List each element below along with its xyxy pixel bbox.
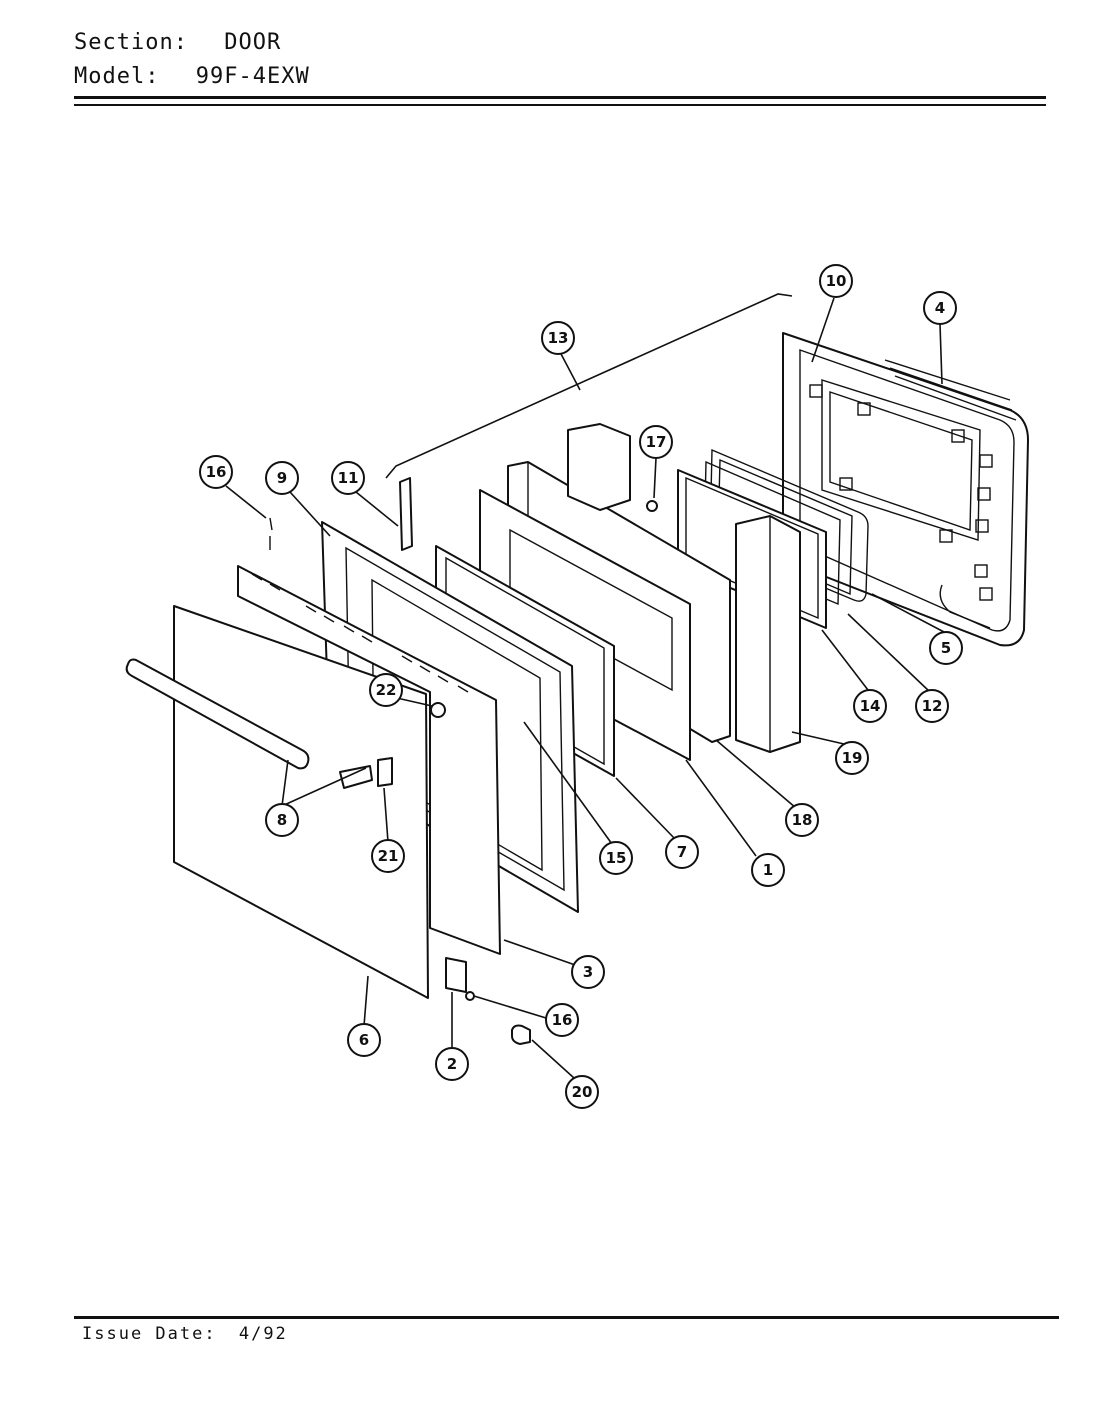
callout-21: 21 [371,839,405,873]
part-door-liner [782,332,1029,647]
callout-circle [665,835,699,869]
callout-20: 20 [565,1075,599,1109]
callout-circle [915,689,949,723]
callout-16b: 16 [545,1003,579,1037]
callout-12: 12 [915,689,949,723]
callout-circle [751,853,785,887]
callout-6: 6 [347,1023,381,1057]
callout-16: 16 [199,455,233,489]
callout-2: 2 [435,1047,469,1081]
callout-circle [639,425,673,459]
part-hinge-2 [445,957,467,993]
part-bumper-20 [511,1024,531,1045]
callout-number: 7 [677,843,687,861]
part-screw-16-upper [269,517,273,550]
callout-circle [369,673,403,707]
issue-date: Issue Date: 4/92 [82,1324,288,1344]
callout-19: 19 [835,741,869,775]
callout-circle [571,955,605,989]
callout-22: 22 [369,673,403,707]
callout-circle [565,1075,599,1109]
callout-circle [819,264,853,298]
part-handle-8 [125,658,393,789]
callout-circle [265,461,299,495]
callout-number: 20 [572,1083,593,1101]
part-bracket-11 [399,477,413,551]
callout-number: 15 [606,849,627,867]
callout-7: 7 [665,835,699,869]
callout-circle [545,1003,579,1037]
callout-number: 11 [338,469,359,487]
callout-10: 10 [819,264,853,298]
section-label: Section: [74,30,188,55]
callout-13: 13 [541,321,575,355]
callout-number: 16 [206,463,227,481]
callout-4: 4 [923,291,957,325]
part-door-panel-3 [237,565,501,955]
callout-number: 18 [792,811,813,829]
part-outer-panel-6 [173,605,429,999]
callout-15: 15 [599,841,633,875]
issue-date-value: 4/92 [238,1324,288,1344]
header-rule-thick [74,96,1046,99]
callout-circle [929,631,963,665]
callout-number: 5 [941,639,951,657]
callout-number: 12 [922,697,943,715]
callout-number: 3 [583,963,593,981]
callout-number: 10 [826,272,847,290]
leader-lines [225,297,945,1079]
section-value: DOOR [224,30,282,55]
callout-circle [835,741,869,775]
model-heading: Model: 99F-4EXW [74,64,310,89]
callout-number: 2 [447,1055,457,1073]
callout-14: 14 [853,689,887,723]
callout-number: 17 [646,433,667,451]
callout-circle [923,291,957,325]
callout-1: 1 [751,853,785,887]
assembly-bracket-13 [385,293,793,479]
callout-circle [199,455,233,489]
callout-circle [541,321,575,355]
part-insulation-19 [735,515,801,753]
callout-number: 1 [763,861,773,879]
callout-5: 5 [929,631,963,665]
callout-11: 11 [331,461,365,495]
callout-18: 18 [785,803,819,837]
callout-circle [265,803,299,837]
callout-number: 4 [935,299,945,317]
callout-number: 13 [548,329,569,347]
part-screw-17 [646,500,658,512]
issue-date-label: Issue Date: [82,1324,217,1344]
callout-circle [853,689,887,723]
callout-circle [785,803,819,837]
section-heading: Section: DOOR [74,30,281,55]
callout-circle [435,1047,469,1081]
part-screw-16-lower [465,991,475,1001]
callout-number: 8 [277,811,287,829]
callout-9: 9 [265,461,299,495]
header-rule-thin [74,104,1046,106]
callout-number: 16 [552,1011,573,1029]
callout-circle [599,841,633,875]
callout-number: 22 [376,681,397,699]
model-value: 99F-4EXW [195,64,310,89]
footer-rule [74,1316,1059,1319]
callout-number: 6 [359,1031,369,1049]
callout-number: 21 [378,847,399,865]
callout-number: 9 [277,469,287,487]
callout-circle [331,461,365,495]
callout-circle [347,1023,381,1057]
callout-number: 14 [860,697,881,715]
model-label: Model: [74,64,160,89]
part-grommet-22 [430,702,446,718]
callout-number: 19 [842,749,863,767]
callout-circle [371,839,405,873]
callout-3: 3 [571,955,605,989]
callout-17: 17 [639,425,673,459]
callout-8: 8 [265,803,299,837]
